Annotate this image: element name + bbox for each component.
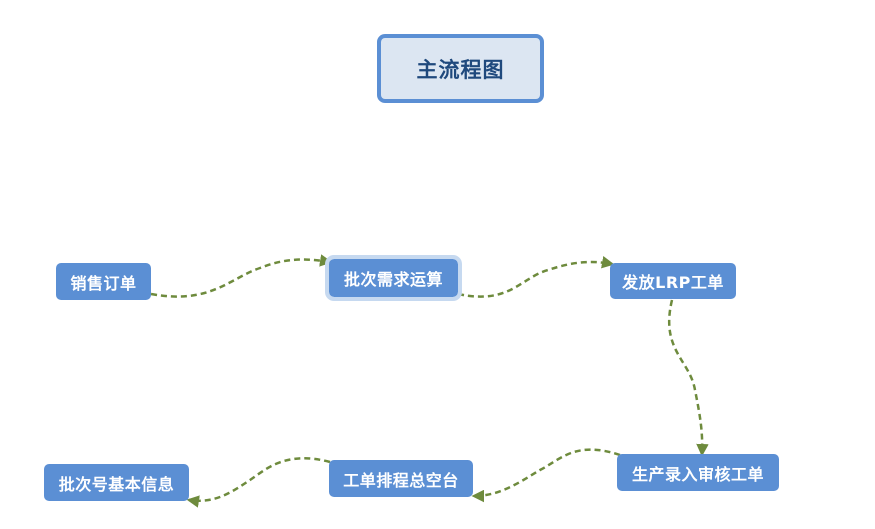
edge-lrp-to-prod <box>667 299 709 457</box>
node-sales-order[interactable]: 销售订单 <box>56 263 151 300</box>
edge-batch-to-lrp <box>457 256 615 298</box>
diagram-title[interactable]: 主流程图 <box>377 34 544 103</box>
node-production-entry[interactable]: 生产录入审核工单 <box>617 454 779 491</box>
edge-prod-to-sched <box>471 448 621 503</box>
edge-sched-to-info <box>186 457 331 508</box>
node-issue-lrp[interactable]: 发放LRP工单 <box>610 263 736 299</box>
node-batch-demand[interactable]: 批次需求运算 <box>325 255 462 301</box>
edge-sales-to-batch <box>150 254 333 298</box>
node-work-order-scheduling[interactable]: 工单排程总空台 <box>329 460 473 497</box>
node-batch-info[interactable]: 批次号基本信息 <box>44 464 189 501</box>
